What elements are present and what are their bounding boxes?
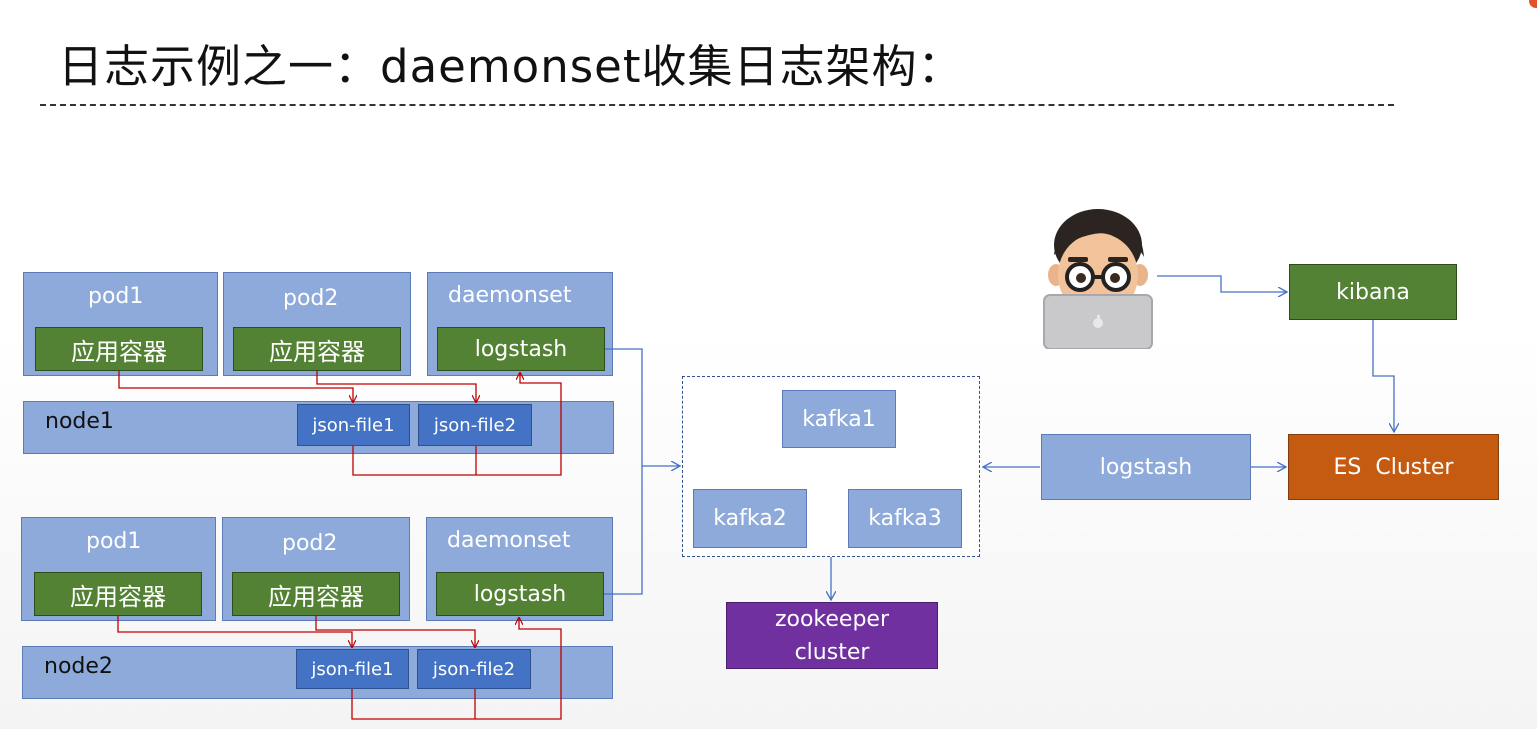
app-container-pod1-node1[interactable]: 应用容器 — [35, 327, 203, 371]
json-file2-node1[interactable]: json-file2 — [418, 404, 532, 446]
logstash-container-node2[interactable]: logstash — [436, 572, 604, 616]
zookeeper-cluster-box[interactable]: zookeeper cluster — [726, 602, 938, 669]
daemonset-label-node2: daemonset — [447, 528, 571, 553]
zookeeper-label-line1: zookeeper — [774, 606, 890, 632]
logstash-indexer-box[interactable]: logstash — [1041, 434, 1251, 500]
es-cluster-box[interactable]: ES Cluster — [1288, 434, 1499, 500]
pod2-label-node2: pod2 — [282, 531, 338, 556]
pod1-label-node1: pod1 — [88, 284, 144, 309]
kibana-box[interactable]: kibana — [1289, 264, 1457, 320]
pod2-label-node1: pod2 — [283, 286, 339, 311]
app-container-pod1-node2[interactable]: 应用容器 — [34, 572, 202, 616]
kafka3-box[interactable]: kafka3 — [848, 489, 962, 548]
daemonset-label-node1: daemonset — [448, 283, 572, 308]
kafka1-box[interactable]: kafka1 — [782, 390, 896, 448]
node1-label: node1 — [45, 409, 114, 434]
node2-label: node2 — [44, 654, 113, 679]
json-file2-node2[interactable]: json-file2 — [417, 649, 531, 689]
json-file1-node2[interactable]: json-file1 — [296, 649, 409, 689]
user-with-laptop-icon — [1040, 205, 1156, 350]
app-container-pod2-node1[interactable]: 应用容器 — [233, 327, 401, 371]
app-container-pod2-node2[interactable]: 应用容器 — [232, 572, 400, 616]
page-title: 日志示例之一：daemonset收集日志架构： — [58, 40, 964, 93]
json-file1-node1[interactable]: json-file1 — [297, 404, 410, 446]
kafka2-box[interactable]: kafka2 — [693, 489, 807, 548]
zookeeper-label-line2: cluster — [794, 639, 870, 665]
logstash-container-node1[interactable]: logstash — [437, 327, 605, 371]
pod1-label-node2: pod1 — [86, 529, 142, 554]
corner-indicator-dot — [1529, 0, 1537, 8]
title-divider — [40, 104, 1394, 106]
